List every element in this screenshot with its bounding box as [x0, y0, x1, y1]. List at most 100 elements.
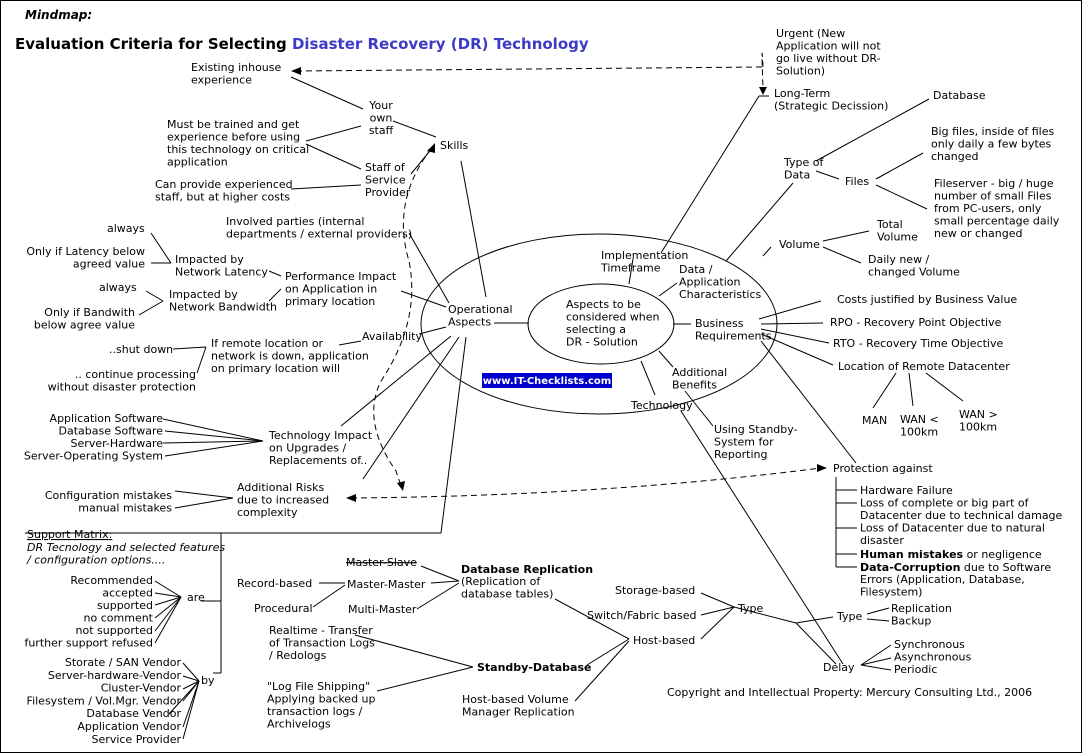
- node-continue-processing-line: without disaster protection: [48, 381, 196, 394]
- node-availability: Availability: [362, 330, 422, 343]
- node-additional-benefits-line: Additional: [672, 366, 727, 379]
- protection-data-corruption-bold: Data-Corruption: [860, 561, 960, 574]
- title-main: Evaluation Criteria for Selecting: [15, 35, 292, 53]
- website-badge-label: www.IT-Checklists.com: [483, 376, 611, 387]
- node-database: Database: [933, 89, 986, 102]
- node-protection-items-line: Loss of complete or big part of: [860, 497, 1030, 510]
- by-label: by: [201, 674, 215, 687]
- node-man: MAN: [862, 414, 887, 427]
- node-remote-down-line: on primary location will: [211, 362, 340, 375]
- node-log-shipping-line: Applying backed up: [267, 693, 376, 706]
- node-experienced-staff-line: staff, but at higher costs: [155, 191, 290, 204]
- node-upgrade-items-line: Server-Hardware: [71, 437, 164, 450]
- node-impl-timeframe-line: Timeframe: [600, 262, 661, 275]
- node-type: Type: [737, 602, 763, 615]
- node-add-risks-line: complexity: [237, 506, 298, 519]
- node-host-based-line: Host-based: [633, 634, 695, 647]
- node-host-based: Host-based: [633, 634, 695, 647]
- node-volume: Volume: [779, 238, 820, 251]
- node-delay-items-line: Periodic: [894, 663, 937, 676]
- node-remote-down-line: If remote location or: [211, 337, 324, 350]
- node-replication-line: Backup: [891, 615, 931, 628]
- node-shut-down-line: ..shut down: [109, 343, 173, 356]
- node-rpo: RPO - Recovery Point Objective: [830, 316, 1002, 329]
- node-daily-new-line: changed Volume: [868, 266, 960, 279]
- node-upgrade-items-line: Application Software: [50, 412, 164, 425]
- node-location: Location of Remote Datacenter: [838, 360, 1010, 373]
- node-host-volume-line: Manager Replication: [462, 706, 575, 719]
- node-storage-based-line: Storage-based: [615, 584, 695, 597]
- node-are-items-line: further support refused: [24, 637, 153, 650]
- node-involved-parties-line: Involved parties (internal: [226, 215, 364, 228]
- dashed-relations: [291, 52, 827, 502]
- node-data-app-line: Data /: [679, 263, 713, 276]
- node-daily-new-line: Daily new /: [868, 253, 930, 266]
- node-staff-provider-line: Service: [365, 174, 406, 187]
- node-availability-line: Availability: [362, 330, 422, 343]
- node-upgrade-items-line: Database Software: [59, 425, 164, 438]
- node-skills: Skills: [440, 139, 469, 152]
- protection-data-corruption-rest: due to Software: [960, 561, 1051, 574]
- node-existing-inhouse-line: Existing inhouse: [191, 61, 281, 74]
- node-db-replication-sub-line: database tables): [461, 588, 553, 601]
- protection-data-corruption-detail-line: Filesystem): [860, 586, 922, 599]
- node-are-items-line: not supported: [76, 624, 154, 637]
- website-badge[interactable]: [482, 373, 612, 388]
- node-total-volume-line: Total: [876, 218, 903, 231]
- node-files: Files: [845, 175, 869, 188]
- db-replication-title: Database Replication: [461, 563, 593, 576]
- node-delay: Delay: [823, 661, 855, 674]
- node-staff-provider-line: Staff of: [365, 161, 406, 174]
- support-matrix-title: Support Matrix:: [27, 528, 112, 541]
- node-risk-items-line: Configuration mistakes: [45, 489, 172, 502]
- record-based: Record-based: [237, 577, 312, 590]
- node-data-app-line: Characteristics: [679, 288, 762, 301]
- node-rto-line: RTO - Recovery Time Objective: [833, 337, 1003, 350]
- node-upgrades-line: Technology Impact: [268, 429, 373, 442]
- node-fileserver-line: Fileserver - big / huge: [934, 177, 1054, 190]
- are-label: are: [187, 591, 205, 604]
- node-by-items-line: Filesystem / Vol.Mgr. Vendor: [27, 694, 182, 707]
- node-bandwidth-line: Network Bandwidth: [169, 301, 277, 314]
- protection-data-corruption-detail: Errors (Application, Database,Filesystem…: [860, 573, 1025, 599]
- node-type-line: Type: [737, 602, 763, 615]
- node-delay-items-line: Synchronous: [894, 638, 965, 651]
- mindmap-tag: Mindmap:: [25, 8, 92, 22]
- node-long-term-line: Long-Term: [774, 87, 830, 100]
- node-wan-gt-line: WAN >: [959, 408, 998, 421]
- node-urgent-line: Solution): [776, 65, 825, 78]
- protection-human-mistakes-bold: Human mistakes: [860, 548, 964, 561]
- node-type-of-data-line: Data: [784, 169, 810, 182]
- node-realtime-line: Realtime - Transfer: [269, 624, 373, 637]
- node-delay-line: Delay: [823, 661, 855, 674]
- node-are-items-line: accepted: [102, 587, 153, 600]
- node-shut-down: ..shut down: [109, 343, 173, 356]
- node-rpo-line: RPO - Recovery Point Objective: [830, 316, 1002, 329]
- node-support-matrix-sub-line: / configuration options....: [26, 554, 165, 567]
- node-log-shipping-line: transaction logs /: [267, 705, 363, 718]
- node-experienced-staff-line: Can provide experienced: [155, 178, 293, 191]
- node-wan-gt: WAN >100km: [959, 408, 998, 434]
- node-wan-lt: WAN <100km: [900, 413, 939, 439]
- node-by-items-line: Server-hardware-Vendor: [48, 669, 182, 682]
- node-involved-parties-line: departments / external providers): [226, 228, 412, 241]
- protection-human-mistakes: Human mistakes or negligence: [860, 548, 1042, 561]
- node-are-items-line: Recommended: [70, 574, 153, 587]
- procedural: Procedural: [254, 602, 313, 615]
- protection-data-corruption: Data-Corruption due to Software: [860, 561, 1051, 574]
- node-center-line: considered when: [566, 311, 660, 324]
- node-center-line: selecting a: [566, 323, 626, 336]
- protection-human-mistakes-rest: or negligence: [963, 548, 1042, 561]
